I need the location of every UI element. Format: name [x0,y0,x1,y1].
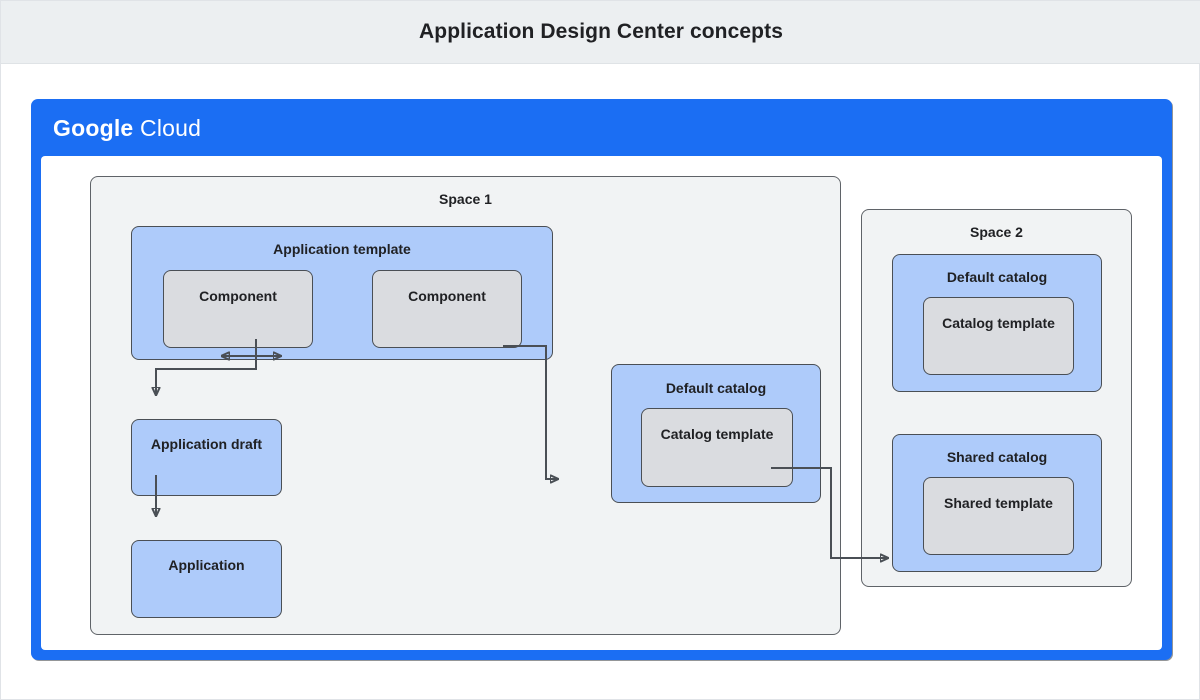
application-template-label: Application template [273,241,411,257]
google-cloud-logo: Google Cloud [53,115,201,142]
space-1-container: Space 1 Application template Component C… [90,176,841,635]
google-cloud-inner-panel: Space 1 Application template Component C… [41,156,1162,650]
component-box-left[interactable]: Component [163,270,313,348]
shared-template-label: Shared template [944,495,1053,511]
space-2-container: Space 2 Default catalog Catalog template… [861,209,1132,587]
space-2-label: Space 2 [970,224,1023,240]
component-right-label: Component [408,288,486,304]
application-box[interactable]: Application [131,540,282,618]
default-catalog-label-space-1: Default catalog [665,380,767,396]
default-catalog-box-space-2[interactable]: Default catalog Catalog template [892,254,1102,392]
catalog-template-box-space-1[interactable]: Catalog template [641,408,793,487]
logo-cloud-word: Cloud [140,115,202,141]
shared-catalog-label: Shared catalog [946,449,1048,465]
catalog-template-box-space-2[interactable]: Catalog template [923,297,1074,375]
default-catalog-label-space-2: Default catalog [946,269,1048,285]
google-cloud-frame: Google Cloud Space 1 Application templat… [31,99,1172,660]
page-title: Application Design Center concepts [419,20,783,43]
component-box-right[interactable]: Component [372,270,522,348]
space-1-label: Space 1 [439,191,492,207]
title-bar: Application Design Center concepts [1,1,1200,64]
logo-google-word: Google [53,115,134,141]
component-left-label: Component [199,288,277,304]
catalog-template-label-space-1: Catalog template [660,426,774,442]
application-template-box[interactable]: Application template Component Component [131,226,553,360]
shared-catalog-box[interactable]: Shared catalog Shared template [892,434,1102,572]
application-draft-label: Application draft [150,436,263,452]
application-draft-box[interactable]: Application draft [131,419,282,496]
catalog-template-label-space-2: Catalog template [942,315,1055,331]
default-catalog-box-space-1[interactable]: Default catalog Catalog template [611,364,821,503]
application-label: Application [168,557,245,573]
shared-template-box[interactable]: Shared template [923,477,1074,555]
